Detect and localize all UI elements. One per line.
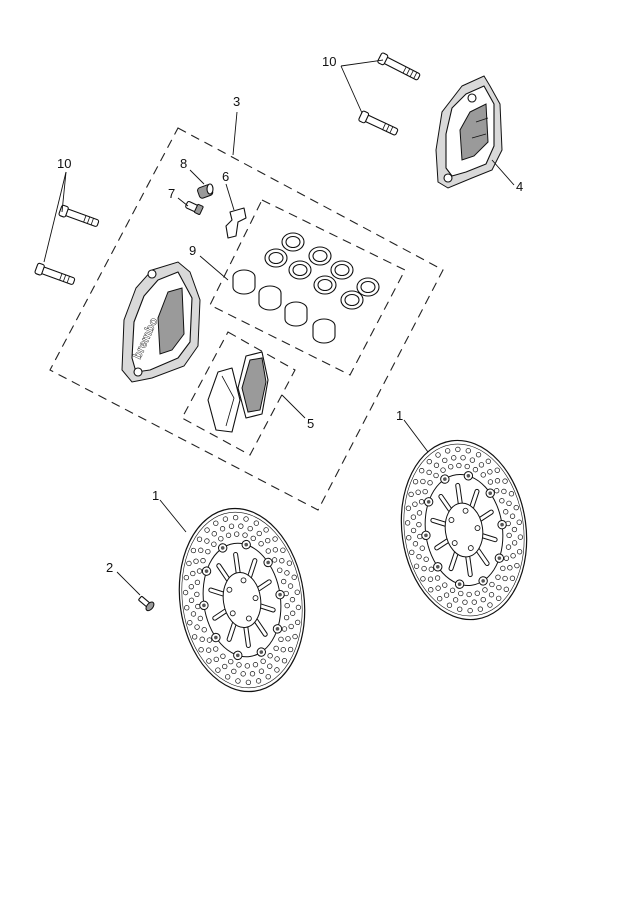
piston-seal-set	[264, 232, 380, 310]
callout-3: 3	[233, 94, 240, 109]
callout-7: 7	[168, 186, 175, 201]
caliper-bolt-left-2	[34, 262, 76, 285]
callout-6: 6	[222, 169, 229, 184]
callout-1-right: 1	[396, 408, 403, 423]
callout-1-left: 1	[152, 488, 159, 503]
bleed-screw-part-7	[185, 201, 204, 215]
brake-disc-right	[400, 439, 528, 621]
seal-kit-dashed-box	[209, 199, 406, 376]
callout-10-top: 10	[322, 54, 336, 69]
bleed-cap-part-8	[197, 183, 214, 199]
caliper-piston-set	[232, 269, 336, 344]
caliper-bolt-top-1	[377, 52, 421, 81]
caliper-bolt-left-1	[58, 204, 100, 227]
pad-spring-part-6	[225, 207, 247, 239]
brake-caliper-left: brembo	[121, 261, 201, 383]
callout-5: 5	[307, 416, 314, 431]
caliper-kit-dashed-box	[49, 127, 444, 511]
callout-10-left: 10	[57, 156, 71, 171]
leader-lines	[43, 59, 515, 596]
callout-2: 2	[106, 560, 113, 575]
callout-4: 4	[516, 179, 523, 194]
brake-caliper-right	[435, 75, 503, 189]
brake-disc-left	[178, 507, 306, 693]
caliper-bolt-top-2	[358, 110, 399, 136]
callout-9: 9	[189, 243, 196, 258]
pad-kit-dashed-box	[181, 331, 296, 456]
disc-bolt-part-2	[138, 595, 155, 612]
brake-pad-set	[207, 351, 269, 433]
callout-8: 8	[180, 156, 187, 171]
